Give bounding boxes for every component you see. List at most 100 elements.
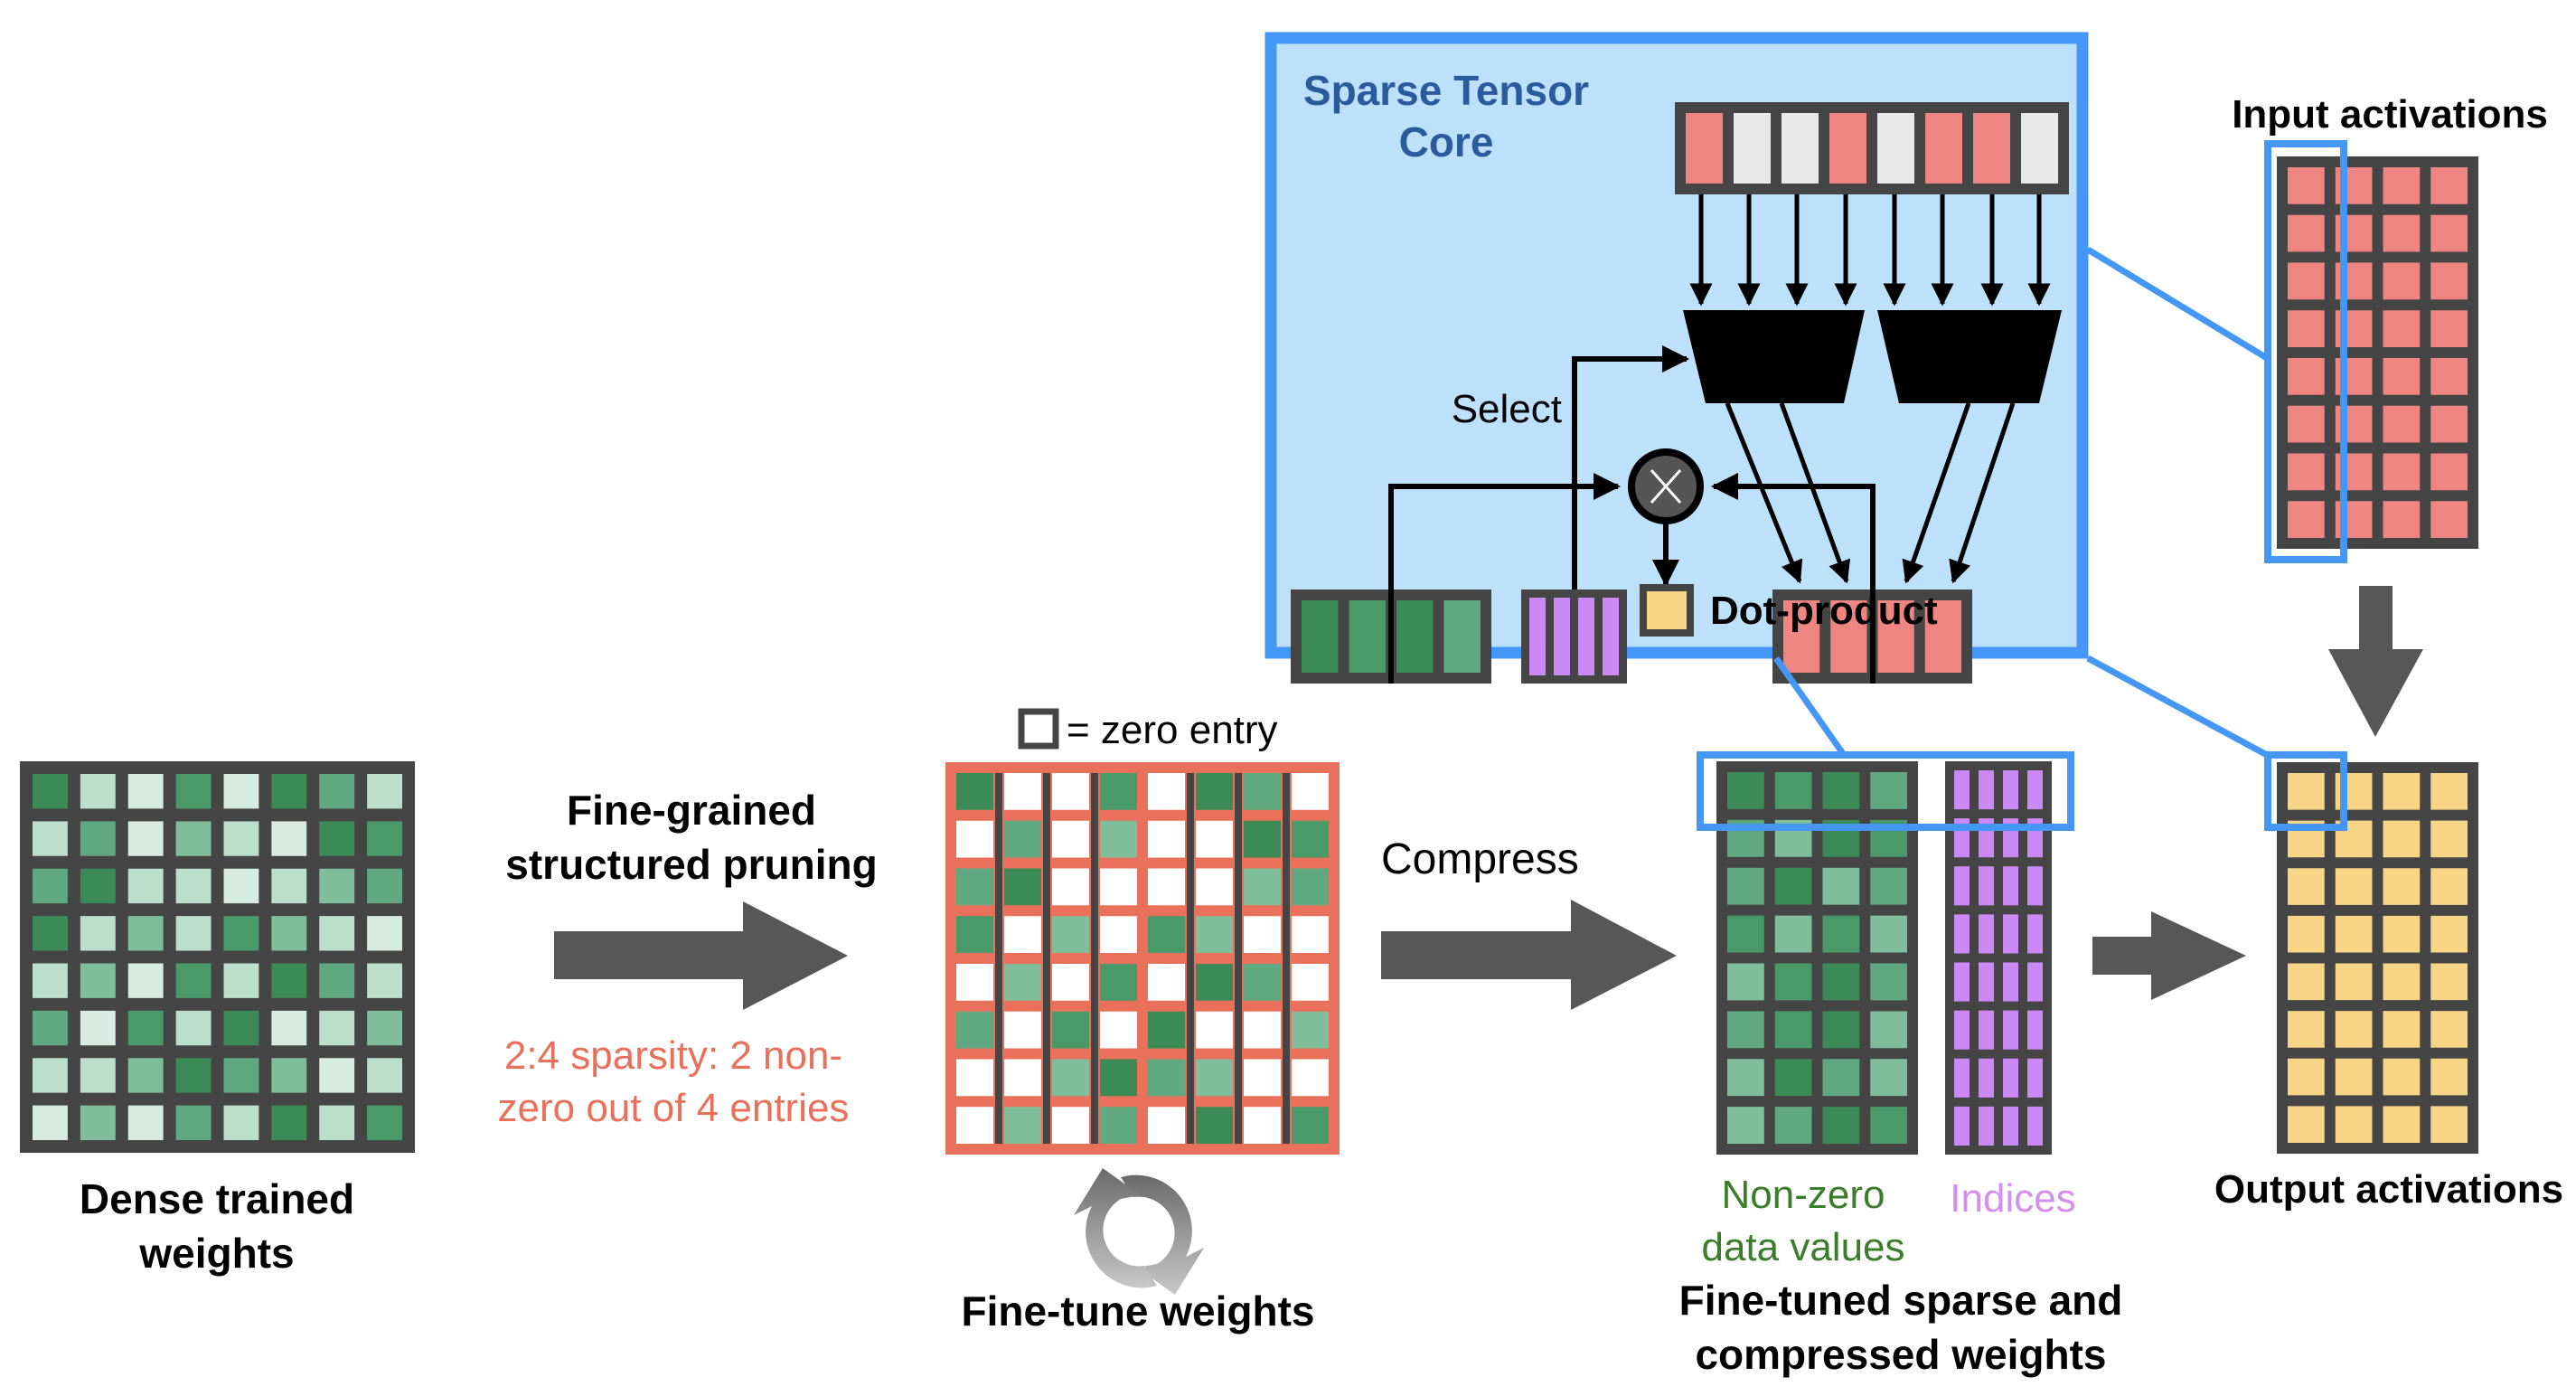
core-activation-cell <box>1734 113 1771 184</box>
output-activation-cell <box>2430 1011 2468 1048</box>
dense-weight-cell <box>127 916 164 951</box>
nonzero-value-cell <box>1870 867 1907 905</box>
pruned-weight-cell <box>956 1059 993 1097</box>
output-activation-cell <box>2288 868 2325 905</box>
pruned-weight-cell <box>1052 1059 1089 1097</box>
dense-weight-cell <box>223 1010 259 1046</box>
core-title-line-1: Sparse Tensor <box>1303 67 1589 114</box>
dense-weight-cell <box>319 1058 355 1093</box>
output-activation-cell <box>2383 915 2421 953</box>
output-activation-cell <box>2430 1058 2468 1096</box>
nonzero-values-grid <box>1716 761 1918 1155</box>
nonzero-value-cell <box>1727 1107 1764 1144</box>
pruned-weight-cell <box>1196 1107 1233 1144</box>
input-activation-cell <box>2430 501 2468 538</box>
mux-left <box>1683 310 1865 403</box>
input-activation-cell <box>2430 358 2468 395</box>
dense-label-line-2: weights <box>138 1230 294 1277</box>
nonzero-value-cell <box>1822 1059 1860 1097</box>
dense-weight-cell <box>80 916 116 951</box>
indices-grid <box>1945 761 2052 1155</box>
pruned-weight-cell <box>956 773 993 810</box>
output-activations-grid <box>2277 762 2478 1154</box>
core-to-output-connector <box>2086 655 2269 759</box>
dense-weight-cell <box>271 963 307 998</box>
dense-weight-cell <box>33 963 68 998</box>
pruned-divider <box>1091 773 1098 1144</box>
dot-product-label: Dot-product <box>1710 589 1938 633</box>
nonzero-value-cell <box>1822 915 1860 953</box>
index-cell <box>2003 866 2018 906</box>
index-cell <box>2027 962 2043 1002</box>
core-weight-cell <box>1302 600 1339 673</box>
pruned-weight-cell <box>1196 868 1233 906</box>
index-cell <box>2027 1106 2043 1146</box>
pruned-weight-cell <box>1100 916 1137 953</box>
pruned-weight-cell <box>956 820 993 858</box>
index-cell <box>2027 1058 2043 1098</box>
input-activation-cell <box>2430 214 2468 252</box>
pruning-title-line-1: Fine-grained <box>567 787 816 834</box>
output-activation-cell <box>2288 963 2325 1001</box>
dense-weight-cell <box>271 916 307 951</box>
input-activation-cell <box>2383 405 2421 443</box>
pruned-weight-cell <box>1244 1059 1281 1097</box>
mux-output-arrow <box>1949 402 2016 584</box>
dense-weight-cell <box>33 1105 68 1140</box>
input-activation-cell <box>2430 167 2468 204</box>
output-activation-cell <box>2335 1106 2373 1143</box>
compress-label: Compress <box>1381 835 1579 883</box>
output-activation-cell <box>2383 773 2421 810</box>
dense-weight-cell <box>223 1105 259 1140</box>
output-activation-cell <box>2430 868 2468 905</box>
output-activation-cell <box>2335 1058 2373 1096</box>
down-arrow <box>2328 586 2423 737</box>
dense-weight-cell <box>80 1058 116 1093</box>
pruned-weight-cell <box>1052 916 1089 953</box>
dense-weight-cell <box>271 821 307 856</box>
dense-weight-frame <box>20 761 415 1153</box>
output-activation-cell <box>2430 820 2468 858</box>
sparse-tensor-core: Sparse Tensor Core Select Dot-product <box>1264 32 2089 684</box>
core-selected-activation-cell <box>1783 600 1820 673</box>
core-index-cell <box>1603 598 1619 675</box>
input-column-highlight <box>2264 140 2347 563</box>
output-activation-cell <box>2383 1011 2421 1048</box>
core-selected-activation-cell <box>1877 600 1914 673</box>
mux-output-arrows <box>1725 402 2016 584</box>
indices-label: Indices <box>1950 1176 2075 1221</box>
dense-weight-cell <box>319 1105 355 1140</box>
core-activation-cell <box>1925 113 1962 184</box>
dense-weight-cell <box>175 774 212 809</box>
pruned-weight-cell <box>1196 1059 1233 1097</box>
pruning-title-line-2: structured pruning <box>505 841 877 888</box>
dense-weight-cell <box>271 1058 307 1093</box>
dense-weight-cell <box>175 916 212 951</box>
dense-weight-cell <box>80 1105 116 1140</box>
output-activation-cell <box>2383 868 2421 905</box>
input-activation-cell <box>2430 453 2468 491</box>
pruned-weight-cell <box>1100 773 1137 810</box>
dense-weight-cell <box>33 821 68 856</box>
pruned-weight-cell <box>1244 1107 1281 1144</box>
pruned-weight-cell <box>1244 1011 1281 1049</box>
mux-output-arrow <box>1902 402 1971 584</box>
nonzero-value-cell <box>1870 1011 1907 1049</box>
nonzero-value-cell <box>1822 772 1860 809</box>
pruned-weight-cell <box>1292 773 1329 810</box>
pruned-weight-cell <box>1052 773 1089 810</box>
pruned-weight-cell <box>1100 868 1137 906</box>
core-index-cell <box>1554 598 1570 675</box>
output-activation-cell <box>2288 1106 2325 1143</box>
index-cell <box>1954 1106 1970 1146</box>
dense-weight-cell <box>127 1105 164 1140</box>
core-weight-cell <box>1443 600 1481 673</box>
pruned-weight-cell <box>1052 1107 1089 1144</box>
index-cell <box>1954 914 1970 954</box>
dense-weight-cell <box>271 868 307 904</box>
output-cell-highlight <box>2264 751 2347 831</box>
zero-entry-legend: = zero entry <box>1067 708 1278 752</box>
nonzero-value-cell <box>1822 867 1860 905</box>
index-cell <box>1979 1058 1994 1098</box>
